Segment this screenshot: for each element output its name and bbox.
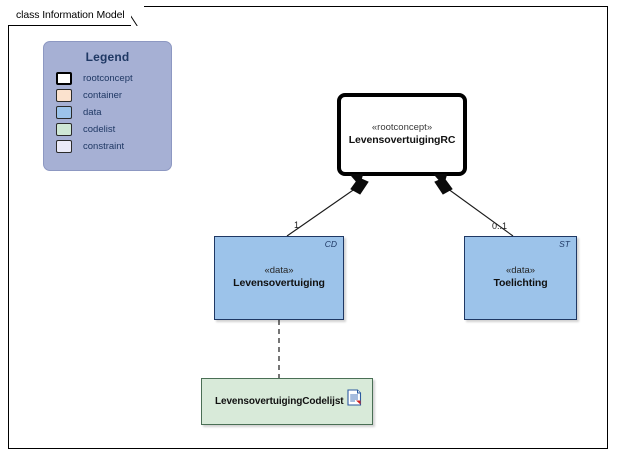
diagram-title-tab-corner	[131, 6, 144, 26]
class-box-levensovertuigingcodelijst[interactable]: LevensovertuigingCodelijst	[201, 378, 373, 425]
legend-item-rootconcept: rootconcept	[56, 70, 171, 87]
class-stereotype: «data»	[505, 265, 536, 277]
legend-item-container: container	[56, 87, 171, 104]
class-corner-tag: CD	[324, 239, 337, 249]
rootconcept-swatch-icon	[56, 72, 72, 85]
class-box-levensovertuigingrc[interactable]: «rootconcept» LevensovertuigingRC	[337, 93, 467, 176]
diagram-title-label: class Information Model	[16, 9, 125, 22]
legend-item-data: data	[56, 104, 171, 121]
legend-item-label: constraint	[83, 140, 125, 152]
class-corner-tag: ST	[559, 239, 570, 249]
class-name: LevensovertuigingRC	[348, 133, 456, 146]
class-box-toelichting[interactable]: ST «data» Toelichting	[464, 236, 577, 320]
class-stereotype: «data»	[264, 265, 294, 277]
class-name: Levensovertuiging	[233, 277, 325, 290]
legend-item-label: rootconcept	[83, 72, 133, 84]
legend-item-codelist: codelist	[56, 121, 171, 138]
legend-item-list: rootconcept container data codelist cons…	[44, 70, 171, 155]
class-name: Toelichting	[493, 277, 548, 290]
data-swatch-icon	[56, 106, 72, 119]
multiplicity-label-left: 1	[294, 220, 300, 230]
legend-item-constraint: constraint	[56, 138, 171, 155]
container-swatch-icon	[56, 89, 72, 102]
class-name: LevensovertuigingCodelijst	[215, 396, 344, 407]
codelist-swatch-icon	[56, 123, 72, 136]
legend-item-label: codelist	[83, 123, 116, 135]
diagram-title-tab: class Information Model	[8, 6, 144, 26]
diagram-title-tab-body: class Information Model	[8, 6, 131, 26]
class-box-levensovertuiging[interactable]: CD «data» Levensovertuiging	[214, 236, 344, 320]
note-document-icon	[347, 389, 362, 406]
legend-item-label: container	[83, 89, 123, 101]
constraint-swatch-icon	[56, 140, 72, 153]
legend-item-label: data	[83, 106, 102, 118]
legend-panel: Legend rootconcept container data codeli…	[43, 41, 172, 171]
legend-title: Legend	[85, 50, 130, 64]
class-stereotype: «rootconcept»	[371, 121, 433, 133]
multiplicity-label-right: 0..1	[492, 221, 508, 231]
